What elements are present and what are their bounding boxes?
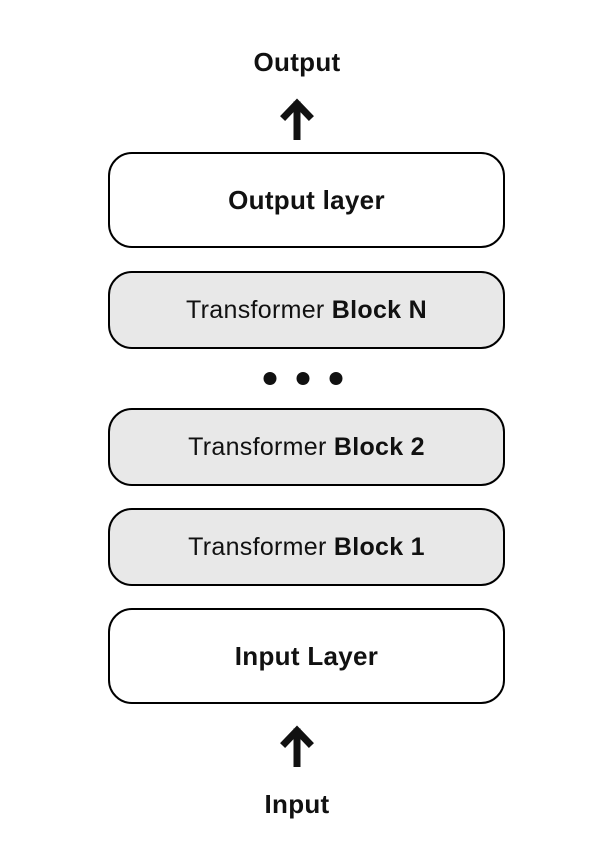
dot [263,372,277,385]
input-label: Input [264,789,330,819]
arrow-up-icon [277,723,317,768]
transformer-block-2-box: Transformer Block 2 [108,408,505,486]
input-layer-label: Input Layer [234,640,379,671]
transformer-block-1-box: Transformer Block 1 [108,508,505,586]
dot [329,372,343,385]
output-layer-label: Output layer [228,184,385,215]
input-layer-box: Input Layer [108,608,505,704]
output-label: Output [253,47,341,77]
transformer-block-2-label: Transformer Block 2 [188,432,425,461]
arrow-up-icon [277,96,317,141]
dot [296,372,310,385]
transformer-block-n-box: Transformer Block N [108,271,505,349]
ellipsis-dots-icon [263,372,343,385]
output-layer-box: Output layer [108,152,505,248]
transformer-block-1-label: Transformer Block 1 [188,532,425,561]
transformer-block-n-label: Transformer Block N [186,295,427,324]
